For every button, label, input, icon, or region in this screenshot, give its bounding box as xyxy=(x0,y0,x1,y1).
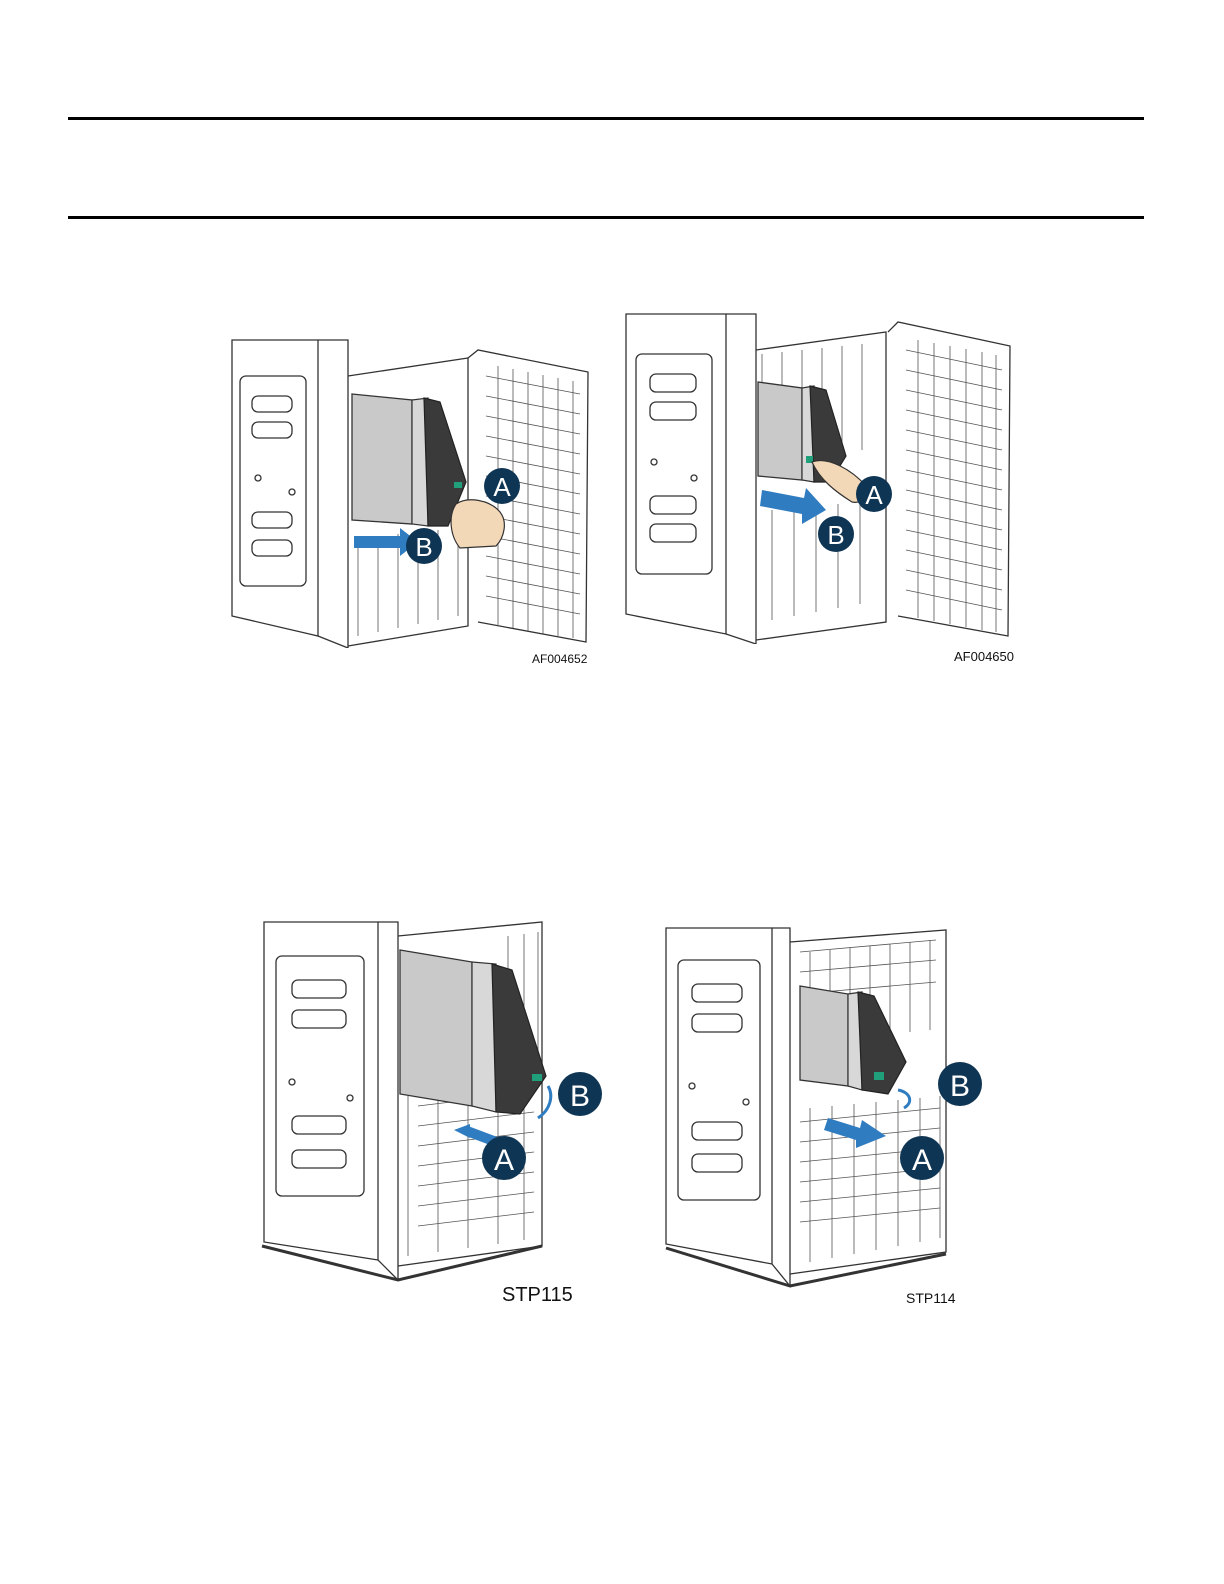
header-rule-bottom xyxy=(68,216,1144,219)
chassis-illustration: A B xyxy=(622,310,1014,644)
callout-b: B xyxy=(827,520,844,550)
chassis-illustration: B A xyxy=(258,916,608,1282)
rotate-arrow-icon xyxy=(898,1090,910,1108)
chassis-illustration: A B xyxy=(228,336,590,648)
callout-a: A xyxy=(493,472,511,502)
push-arrow-icon xyxy=(824,1118,886,1148)
callout-b: B xyxy=(570,1080,590,1113)
figure-code-4: STP114 xyxy=(906,1290,956,1306)
callout-circle-icon: B A xyxy=(900,1062,982,1180)
figure-remove-drive-2: A B xyxy=(622,310,1014,644)
callout-a: A xyxy=(912,1144,932,1177)
callout-a: A xyxy=(865,480,883,510)
header-rule-top xyxy=(68,117,1144,120)
callout-b: B xyxy=(950,1070,970,1103)
figure-code-2: AF004650 xyxy=(954,649,1014,664)
rotate-arrow-icon xyxy=(538,1086,551,1118)
callout-a: A xyxy=(494,1144,514,1177)
figure-remove-drive-1: A B xyxy=(228,336,590,648)
figure-install-drive-1: B A xyxy=(258,916,608,1282)
hand-icon xyxy=(451,500,504,548)
figure-code-1: AF004652 xyxy=(532,652,587,666)
chassis-illustration: B A xyxy=(660,922,990,1288)
callout-b: B xyxy=(415,532,432,562)
figure-install-drive-2: B A xyxy=(660,922,990,1288)
figure-code-3: STP115 xyxy=(502,1284,573,1307)
